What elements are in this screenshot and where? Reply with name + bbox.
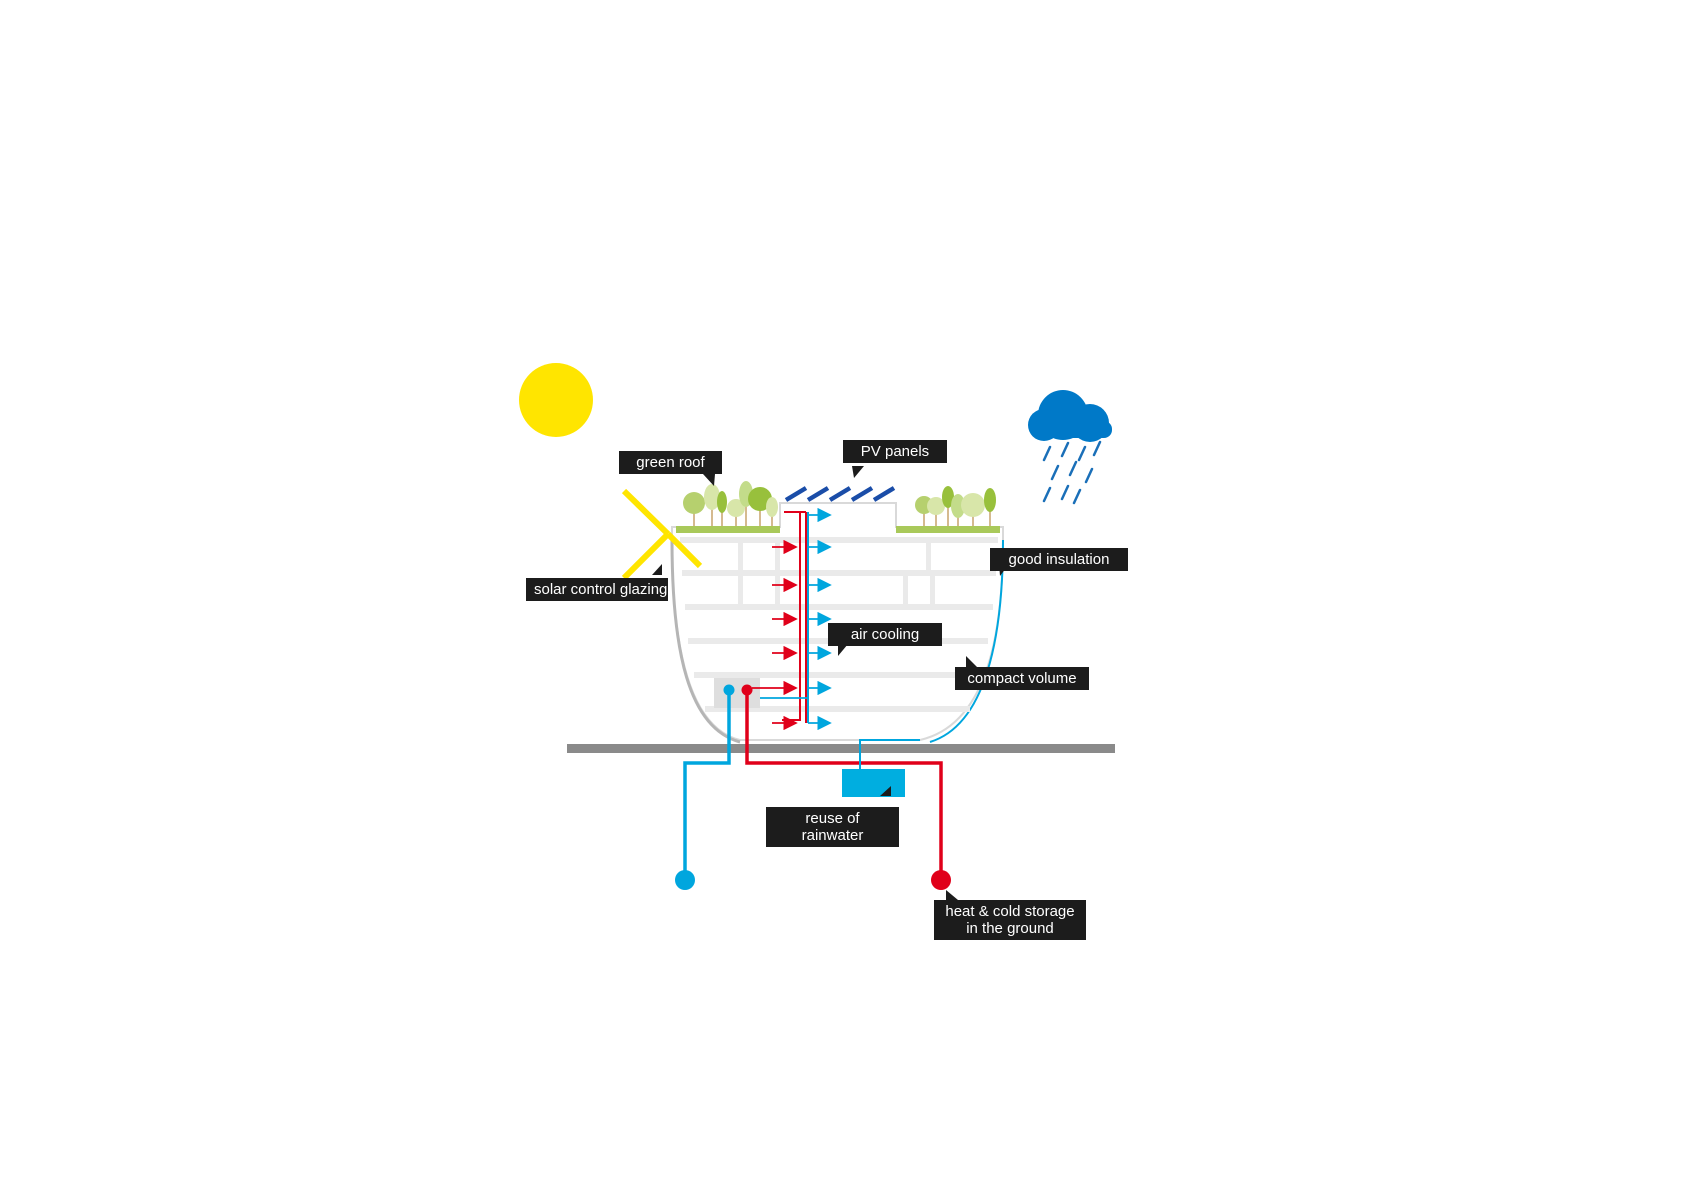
technical-room — [714, 678, 760, 708]
heat-storage-node — [931, 870, 951, 890]
label-heat-cold-storage: heat & cold storage in the ground — [934, 900, 1086, 940]
insulation-shell-left — [670, 539, 741, 744]
label-reuse-of-rainwater-line2: rainwater — [801, 827, 864, 844]
rainwater-tank-icon — [842, 769, 905, 797]
label-reuse-of-rainwater: reuse of rainwater — [766, 807, 899, 847]
label-air-cooling-text: air cooling — [850, 626, 920, 643]
tree-icon — [915, 486, 996, 526]
label-compact-volume-text: compact volume — [967, 670, 1077, 687]
label-solar-control-glazing: solar control glazing — [526, 578, 668, 601]
tree-icon — [683, 481, 778, 526]
label-good-insulation: good insulation — [990, 548, 1128, 571]
label-green-roof-text: green roof — [636, 454, 705, 471]
label-reuse-of-rainwater-line1: reuse of — [805, 810, 860, 827]
air-cooling-system — [752, 507, 832, 731]
cold-pipe — [683, 692, 731, 878]
solar-control-glazing-rays — [621, 488, 703, 581]
ground-line — [567, 744, 1115, 753]
label-pv-panels: PV panels — [843, 440, 947, 463]
label-compact-volume: compact volume — [955, 667, 1089, 690]
label-air-cooling: air cooling — [828, 623, 942, 646]
sun-icon — [519, 363, 593, 437]
building — [670, 502, 1004, 744]
green-roof — [676, 481, 1000, 533]
label-pv-panels-text: PV panels — [860, 443, 930, 460]
hot-pipe-node — [741, 684, 753, 696]
label-green-roof: green roof — [619, 451, 722, 474]
label-good-insulation-text: good insulation — [1008, 551, 1110, 568]
label-heat-cold-storage-line2: in the ground — [966, 920, 1054, 937]
label-solar-control-glazing-text: solar control glazing — [534, 581, 668, 598]
hot-pipe — [745, 692, 943, 878]
cold-pipe-node — [723, 684, 735, 696]
cold-storage-node — [675, 870, 695, 890]
pv-panel-icon — [784, 486, 896, 502]
rain-cloud-icon — [1028, 390, 1112, 505]
label-heat-cold-storage-line1: heat & cold storage — [945, 903, 1075, 920]
